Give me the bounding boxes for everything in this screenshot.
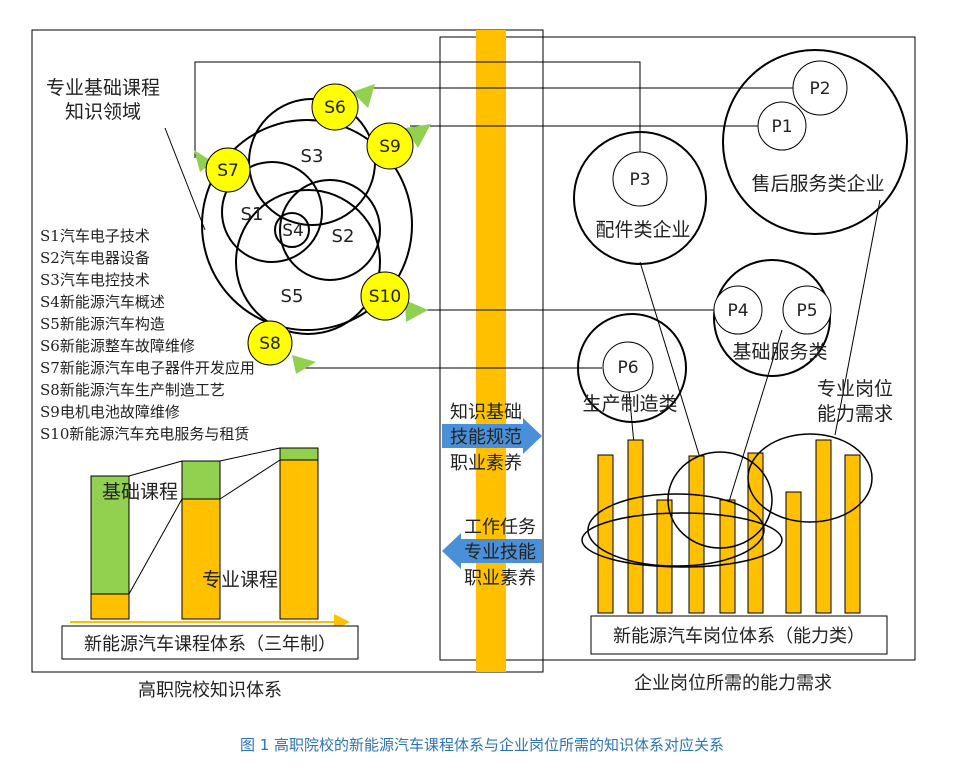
region-label-line-2: 知识领域 xyxy=(65,101,141,123)
bar-year2-major xyxy=(181,498,221,620)
right-blue-arrow xyxy=(442,418,542,454)
left-arrow-line-1: 工作任务 xyxy=(464,517,536,538)
course-legend-item: S10新能源汽车充电服务与租赁 xyxy=(40,425,249,443)
bar-year3-basic xyxy=(279,447,319,461)
label-p3: P3 xyxy=(629,170,650,190)
course-legend-item: S6新能源整车故障维修 xyxy=(40,337,195,355)
bar-connectors xyxy=(128,447,281,595)
label-production: 生产制造类 xyxy=(582,393,677,415)
course-legend-item: S2汽车电器设备 xyxy=(40,249,150,267)
label-s2: S2 xyxy=(332,226,355,247)
right-arrow-line-3: 职业素养 xyxy=(450,453,522,474)
curriculum-box xyxy=(61,625,359,660)
green-arrows xyxy=(194,84,431,374)
course-legend: S1汽车电子技术 S2汽车电器设备 S3汽车电控技术 S4新能源汽车概述 S5新… xyxy=(40,227,255,443)
right-arrow-line-1: 知识基础 xyxy=(450,402,522,423)
label-s1: S1 xyxy=(241,204,264,225)
course-legend-item: S3汽车电控技术 xyxy=(40,271,150,289)
course-legend-item: S4新能源汽车概述 xyxy=(40,293,165,311)
bar-label-basic: 基础课程 xyxy=(102,481,178,503)
position-box-label: 新能源汽车岗位体系（能力类） xyxy=(613,626,865,647)
label-s7: S7 xyxy=(217,161,239,181)
position-bars xyxy=(597,439,861,614)
label-p5: P5 xyxy=(796,301,817,321)
label-s5: S5 xyxy=(281,286,304,307)
right-bottom-title: 企业岗位所需的能力需求 xyxy=(634,673,832,694)
label-parts: 配件类企业 xyxy=(595,219,690,241)
course-legend-item: S9电机电池故障维修 xyxy=(40,403,180,421)
left-blue-arrow xyxy=(442,533,542,569)
label-s9: S9 xyxy=(379,137,401,157)
label-s3: S3 xyxy=(301,146,324,167)
right-frame xyxy=(439,36,916,661)
label-p1: P1 xyxy=(771,117,792,137)
label-basic-service: 基础服务类 xyxy=(732,341,827,363)
connector-lines xyxy=(164,61,881,509)
label-s10: S10 xyxy=(369,287,401,307)
course-legend-item: S5新能源汽车构造 xyxy=(40,315,165,333)
bar-year3-major xyxy=(279,459,319,620)
label-p2: P2 xyxy=(809,79,830,99)
left-bottom-title: 高职院校知识体系 xyxy=(138,680,282,701)
figure-caption: 图 1 高职院校的新能源汽车课程体系与企业岗位所需的知识体系对应关系 xyxy=(240,736,724,754)
label-p6: P6 xyxy=(617,358,638,378)
bar-year1-major xyxy=(90,593,130,620)
label-s6: S6 xyxy=(324,98,346,118)
course-legend-item: S1汽车电子技术 xyxy=(40,227,150,245)
label-ability-1: 专业岗位 xyxy=(817,378,893,400)
center-band xyxy=(476,30,506,672)
label-ability-2: 能力需求 xyxy=(817,403,893,425)
bar-year2-basic xyxy=(181,460,221,500)
position-box xyxy=(590,615,888,655)
bar-label-major: 专业课程 xyxy=(202,569,278,591)
region-label-line-1: 专业基础课程 xyxy=(46,77,160,99)
position-circles xyxy=(602,60,848,393)
curriculum-bars xyxy=(90,447,319,620)
bar-year1-basic xyxy=(90,475,130,595)
label-s8: S8 xyxy=(259,334,281,354)
yellow-circles xyxy=(205,83,414,366)
right-arrow-line-2: 技能规范 xyxy=(450,427,522,448)
label-after-sales: 售后服务类企业 xyxy=(751,173,884,195)
left-arrow-line-3: 职业素养 xyxy=(464,568,536,589)
left-frame xyxy=(31,29,544,673)
label-p4: P4 xyxy=(727,301,748,321)
course-legend-item: S7新能源汽车电子器件开发应用 xyxy=(40,359,255,377)
course-legend-item: S8新能源汽车生产制造工艺 xyxy=(40,381,225,399)
ability-ellipses xyxy=(581,433,873,568)
curriculum-box-label: 新能源汽车课程体系（三年制） xyxy=(84,634,336,655)
label-s4: S4 xyxy=(282,221,304,241)
left-arrow-line-2: 专业技能 xyxy=(464,542,536,563)
